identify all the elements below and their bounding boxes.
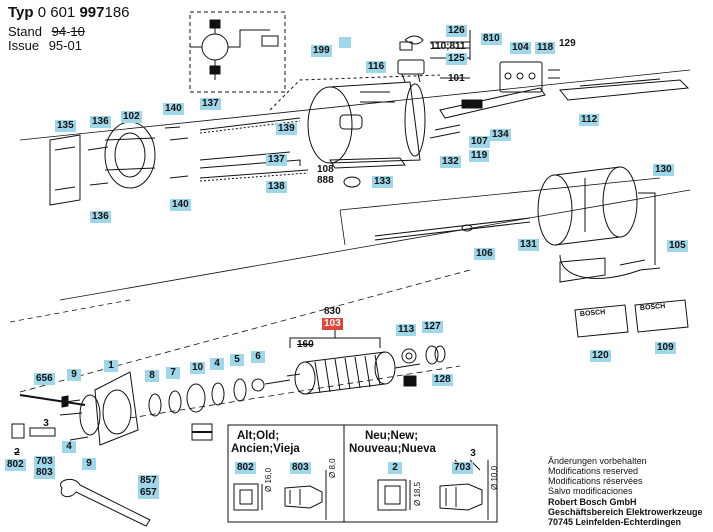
note-line-2: Modifications reserved	[548, 466, 639, 476]
part-802[interactable]: 802	[5, 459, 26, 471]
part-125[interactable]: 125	[446, 53, 467, 65]
part-132[interactable]: 132	[440, 156, 461, 168]
part-140-upper[interactable]: 140	[163, 103, 184, 115]
part-131[interactable]: 131	[518, 239, 539, 251]
part-140-lower[interactable]: 140	[170, 199, 191, 211]
part-112[interactable]: 112	[579, 114, 600, 126]
legend-new-dim-b: Ø 10,0	[490, 465, 499, 490]
part-3[interactable]: 3	[43, 418, 49, 429]
part-888[interactable]: 888	[317, 175, 334, 186]
part-139[interactable]: 139	[276, 123, 297, 135]
legend-new-dim-a: Ø 18,5	[413, 481, 422, 506]
part-803[interactable]: 803	[34, 467, 55, 479]
part-136-upper[interactable]: 136	[90, 116, 111, 128]
part-116[interactable]: 116	[366, 61, 387, 73]
part-105[interactable]: 105	[667, 240, 688, 252]
legend-new-part-2[interactable]: 2	[388, 462, 402, 474]
part-810[interactable]: 810	[481, 33, 502, 45]
part-1[interactable]: 1	[104, 360, 118, 372]
part-103-highlighted[interactable]: 103	[322, 318, 343, 330]
part-5[interactable]: 5	[230, 354, 244, 366]
note-division: Geschäftsbereich Elektrowerkzeuge	[548, 507, 703, 517]
part-6[interactable]: 6	[251, 351, 265, 363]
legend-old-dim-b: Ø 8,0	[328, 458, 337, 478]
part-2[interactable]: 2	[14, 447, 20, 458]
part-119[interactable]: 119	[469, 150, 490, 162]
legend-old-part-802[interactable]: 802	[235, 462, 256, 474]
part-656[interactable]: 656	[34, 373, 55, 385]
legend-old-dim-a: Ø 16,0	[264, 467, 273, 492]
part-129[interactable]: 129	[559, 38, 576, 49]
part-104[interactable]: 104	[510, 42, 531, 54]
legend-new-part-3[interactable]: 3	[470, 448, 476, 459]
part-126[interactable]: 126	[446, 25, 467, 37]
legend-new-title-1: Neu;New;	[365, 430, 419, 442]
part-4-lower[interactable]: 4	[62, 441, 76, 453]
type-label: Typ 0 601 997186	[8, 4, 130, 21]
note-address: 70745 Leinfelden-Echterdingen	[548, 517, 682, 527]
part-9-upper[interactable]: 9	[67, 369, 81, 381]
part-118[interactable]: 118	[535, 42, 556, 54]
part-657[interactable]: 657	[138, 487, 159, 499]
part-109[interactable]: 109	[655, 342, 676, 354]
part-703[interactable]: 703	[34, 456, 55, 468]
part-10[interactable]: 10	[190, 362, 206, 374]
part-857[interactable]: 857	[138, 475, 159, 487]
part-110-811[interactable]: 110;811	[430, 41, 466, 52]
part-128[interactable]: 128	[432, 374, 453, 386]
note-line-1: Änderungen vorbehalten	[548, 456, 647, 466]
part-120[interactable]: 120	[590, 350, 611, 362]
part-107[interactable]: 107	[469, 136, 490, 148]
issue-line: Issue 95-01	[8, 38, 82, 53]
part-7[interactable]: 7	[166, 367, 180, 379]
legend-old-title-1: Alt;Old;	[237, 430, 280, 442]
part-101[interactable]: 101	[448, 73, 465, 84]
note-company: Robert Bosch GmbH	[548, 497, 637, 507]
part-133[interactable]: 133	[372, 176, 393, 188]
part-138[interactable]: 138	[266, 181, 287, 193]
part-830[interactable]: 830	[324, 306, 341, 317]
part-134[interactable]: 134	[490, 129, 511, 141]
note-line-4: Salvo modificaciones	[548, 486, 633, 496]
legend-new-title-2: Nouveau;Nueva	[349, 443, 436, 455]
part-199[interactable]: 199	[311, 45, 332, 57]
part-160[interactable]: 160	[297, 339, 314, 350]
part-137-lower[interactable]: 137	[266, 154, 287, 166]
blank-tag	[339, 37, 351, 48]
part-127[interactable]: 127	[422, 321, 443, 333]
part-113[interactable]: 113	[396, 324, 417, 336]
part-130[interactable]: 130	[653, 164, 674, 176]
part-106[interactable]: 106	[474, 248, 495, 260]
part-4-middle[interactable]: 4	[210, 358, 224, 370]
part-9-lower[interactable]: 9	[82, 458, 96, 470]
note-line-3: Modifications réservées	[548, 476, 643, 486]
legend-new-part-703[interactable]: 703	[452, 462, 473, 474]
part-137-upper[interactable]: 137	[200, 98, 221, 110]
legend-old-part-803[interactable]: 803	[290, 462, 311, 474]
stand-line: Stand 94-10	[8, 24, 85, 39]
legend-old-title-2: Ancien;Vieja	[231, 443, 300, 455]
part-136-lower[interactable]: 136	[90, 211, 111, 223]
part-8[interactable]: 8	[145, 370, 159, 382]
part-108[interactable]: 108	[317, 164, 334, 175]
part-135[interactable]: 135	[55, 120, 76, 132]
part-102[interactable]: 102	[121, 111, 142, 123]
